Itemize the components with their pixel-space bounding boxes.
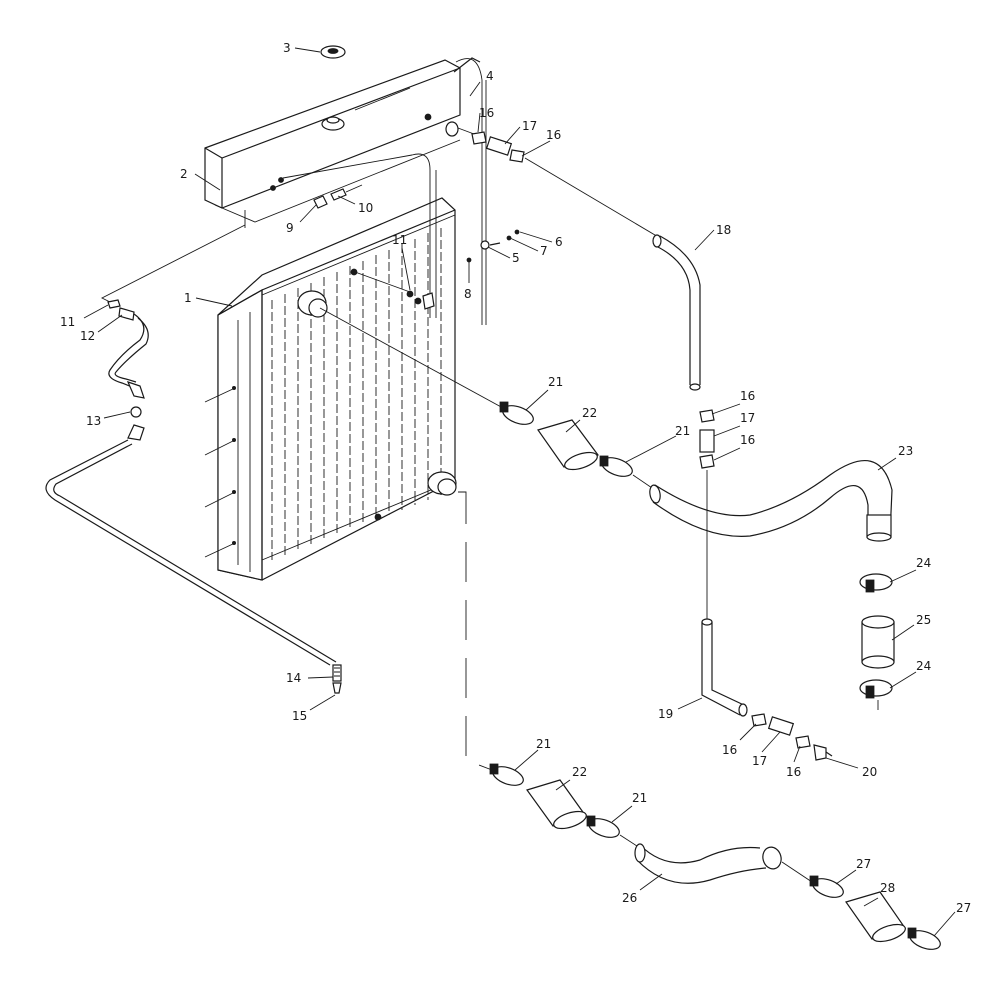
clamp-21-upper-a bbox=[499, 401, 534, 425]
callout-27-a: 27 bbox=[856, 857, 871, 871]
clamp-21-upper-b bbox=[599, 455, 633, 477]
hose-22-lower bbox=[526, 779, 587, 830]
callout-16-low-b: 16 bbox=[786, 765, 801, 779]
hose-28 bbox=[845, 891, 906, 943]
clamp-hose-mid bbox=[699, 409, 715, 620]
pipe-18 bbox=[652, 234, 701, 391]
fitting-11-upper bbox=[406, 290, 435, 310]
callout-16-mid-a: 16 bbox=[740, 389, 755, 403]
callout-2: 2 bbox=[180, 167, 188, 181]
callout-21-upper-b: 21 bbox=[675, 424, 690, 438]
callout-20: 20 bbox=[862, 765, 877, 779]
callout-13: 13 bbox=[86, 414, 101, 428]
callout-17-low: 17 bbox=[752, 754, 767, 768]
clamp-24-lower bbox=[859, 679, 893, 699]
hose-25 bbox=[861, 615, 895, 669]
callout-21-lower-a: 21 bbox=[536, 737, 551, 751]
clamp-27-b bbox=[907, 927, 941, 950]
callout-16-low-a: 16 bbox=[722, 743, 737, 757]
callout-24-lower: 24 bbox=[916, 659, 931, 673]
callout-22-lower: 22 bbox=[572, 765, 587, 779]
callout-6: 6 bbox=[555, 235, 563, 249]
callout-10: 10 bbox=[358, 201, 373, 215]
clamp-21-lower-b bbox=[586, 815, 620, 838]
clamp-24-upper bbox=[859, 573, 893, 593]
callout-12: 12 bbox=[80, 329, 95, 343]
clamp-27-a bbox=[809, 875, 844, 898]
callout-22-upper: 22 bbox=[582, 406, 597, 420]
fittings-5-10 bbox=[313, 184, 520, 263]
hose-assembly-left bbox=[45, 299, 342, 694]
callout-14: 14 bbox=[286, 671, 301, 685]
callout-16-mid-b: 16 bbox=[740, 433, 755, 447]
callout-labels: 1 2 3 4 5 6 7 8 9 10 11 11 12 13 14 15 1… bbox=[60, 41, 971, 915]
callout-5: 5 bbox=[512, 251, 520, 265]
callout-17-mid: 17 bbox=[740, 411, 755, 425]
expansion-tank bbox=[204, 57, 481, 228]
callout-16-top-a: 16 bbox=[479, 106, 494, 120]
callout-21-upper-a: 21 bbox=[548, 375, 563, 389]
callout-24-upper: 24 bbox=[916, 556, 931, 570]
pipe-23 bbox=[649, 460, 893, 542]
callout-23: 23 bbox=[898, 444, 913, 458]
callout-18: 18 bbox=[716, 223, 731, 237]
clamp-21-lower-a bbox=[489, 763, 524, 786]
callout-19: 19 bbox=[658, 707, 673, 721]
radiator-cap bbox=[320, 45, 346, 59]
callout-16-top-b: 16 bbox=[546, 128, 561, 142]
callout-28: 28 bbox=[880, 881, 895, 895]
callout-21-lower-b: 21 bbox=[632, 791, 647, 805]
callout-1: 1 bbox=[184, 291, 192, 305]
callout-15: 15 bbox=[292, 709, 307, 723]
callout-26: 26 bbox=[622, 891, 637, 905]
callout-27-b: 27 bbox=[956, 901, 971, 915]
radiator-fins bbox=[271, 228, 442, 560]
callout-25: 25 bbox=[916, 613, 931, 627]
leader-lines bbox=[83, 47, 956, 937]
callout-3: 3 bbox=[283, 41, 291, 55]
callout-11-upper: 11 bbox=[392, 233, 407, 247]
hose-top-small bbox=[457, 127, 661, 239]
callout-11-left: 11 bbox=[60, 315, 75, 329]
pipe-19 bbox=[701, 618, 748, 717]
radiator-core bbox=[204, 197, 457, 581]
callout-8: 8 bbox=[464, 287, 472, 301]
callout-17-top: 17 bbox=[522, 119, 537, 133]
hose-lower-small bbox=[751, 713, 833, 761]
callout-4: 4 bbox=[486, 69, 494, 83]
callout-7: 7 bbox=[540, 244, 548, 258]
hose-26 bbox=[634, 843, 782, 884]
hose-22-upper bbox=[537, 419, 599, 471]
callout-9: 9 bbox=[286, 221, 294, 235]
